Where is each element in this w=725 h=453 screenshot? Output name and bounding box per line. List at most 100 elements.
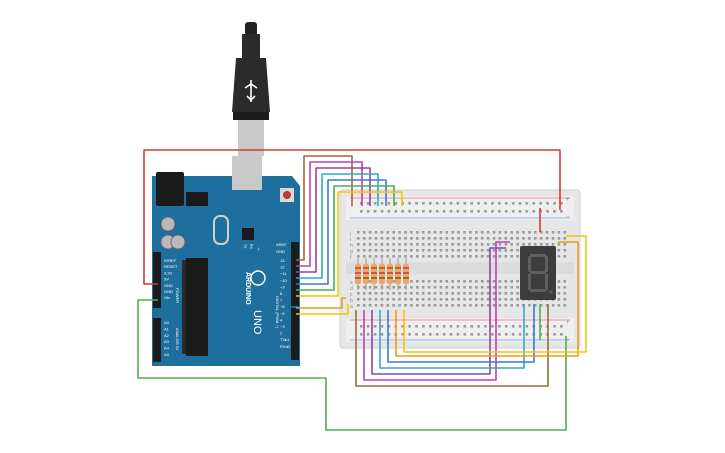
breadboard-hole: [457, 286, 460, 289]
breadboard-hole: [386, 231, 390, 234]
breadboard-hole: [463, 243, 466, 246]
breadboard-hole: [498, 243, 502, 246]
breadboard-hole: [449, 333, 453, 336]
breadboard-hole: [374, 304, 378, 307]
wire-magenta-top: [296, 161, 363, 267]
breadboard-hole: [492, 231, 496, 234]
pin-label: ~9: [280, 284, 285, 289]
breadboard-hole: [445, 237, 449, 240]
breadboard-hole: [360, 325, 363, 328]
breadboard-hole: [433, 304, 437, 307]
breadboard-hole: [360, 333, 363, 336]
breadboard-hole: [445, 292, 449, 295]
breadboard-hole: [469, 249, 472, 252]
breadboard-hole: [480, 243, 484, 246]
breadboard-hole: [357, 237, 360, 240]
breadboard-hole: [504, 237, 508, 240]
breadboard-hole: [408, 325, 411, 328]
breadboard-hole: [539, 243, 543, 246]
pin-label: A2: [164, 333, 170, 338]
breadboard-hole: [445, 243, 449, 246]
breadboard-hole: [510, 231, 513, 234]
breadboard-hole: [457, 249, 460, 252]
breadboard-hole: [492, 286, 496, 289]
breadboard-hole: [498, 280, 502, 283]
breadboard-hole: [435, 325, 439, 328]
breadboard-hole: [368, 280, 372, 283]
breadboard-hole: [421, 304, 425, 307]
breadboard-hole: [380, 333, 384, 336]
breadboard-hole: [415, 325, 418, 328]
breadboard-hole: [387, 210, 391, 213]
breadboard-hole: [392, 292, 395, 295]
breadboard-hole: [510, 298, 513, 301]
breadboard-hole: [398, 243, 401, 246]
breadboard-hole: [546, 210, 549, 213]
breadboard-hole: [563, 292, 567, 295]
breadboard-hole: [516, 280, 519, 283]
breadboard-hole: [516, 243, 519, 246]
pin-label: A4: [164, 346, 170, 351]
breadboard-hole: [463, 333, 467, 336]
breadboard-hole: [486, 255, 490, 258]
breadboard-hole: [357, 298, 360, 301]
breadboard-hole: [498, 325, 501, 328]
breadboard-hole: [510, 249, 513, 252]
pin-label: TX▸1: [280, 337, 290, 342]
power-jack: [156, 172, 184, 206]
breadboard-hole: [451, 237, 454, 240]
breadboard-hole: [386, 255, 390, 258]
breadboard-hole: [522, 231, 525, 234]
resistor: [379, 258, 385, 290]
breadboard-hole: [435, 210, 439, 213]
breadboard-hole: [439, 292, 443, 295]
breadboard-hole: [492, 243, 496, 246]
breadboard-hole: [516, 286, 519, 289]
breadboard-hole: [433, 292, 437, 295]
breadboard-hole: [480, 286, 484, 289]
breadboard-hole: [404, 298, 407, 301]
breadboard-hole: [456, 333, 460, 336]
breadboard-hole: [449, 210, 453, 213]
breadboard-hole: [516, 231, 519, 234]
arduino-logo-text: ARDUINO: [244, 272, 251, 305]
breadboard-hole: [445, 304, 449, 307]
breadboard-hole: [362, 304, 366, 307]
breadboard-hole: [398, 304, 401, 307]
breadboard-hole: [404, 237, 407, 240]
breadboard-hole: [451, 286, 454, 289]
breadboard-hole: [435, 202, 439, 205]
breadboard-hole: [563, 231, 567, 234]
rail-plus-label: +: [566, 197, 570, 203]
digital-header-top: [291, 242, 299, 306]
pin-label: RESET: [164, 264, 178, 269]
l-led-label: L: [258, 246, 261, 251]
breadboard-hole: [398, 292, 401, 295]
breadboard-hole: [463, 292, 466, 295]
breadboard-hole: [401, 333, 404, 336]
breadboard-hole: [421, 237, 425, 240]
row-label-a: a: [350, 304, 353, 310]
breadboard-hole: [386, 243, 390, 246]
breadboard-hole: [511, 333, 515, 336]
breadboard-hole: [498, 231, 502, 234]
breadboard-hole: [475, 298, 478, 301]
breadboard-hole: [368, 286, 372, 289]
breadboard-hole: [486, 280, 490, 283]
breadboard-hole: [456, 325, 460, 328]
breadboard-hole: [546, 202, 549, 205]
breadboard-hole: [368, 298, 372, 301]
breadboard-hole: [504, 231, 508, 234]
breadboard-hole: [480, 237, 484, 240]
breadboard-hole: [557, 231, 561, 234]
breadboard-hole: [416, 243, 419, 246]
breadboard-hole: [518, 210, 522, 213]
breadboard-hole: [392, 286, 395, 289]
breadboard-hole: [498, 255, 502, 258]
breadboard-hole: [435, 333, 439, 336]
breadboard-hole: [398, 237, 401, 240]
arduino-infinity-icon: [250, 270, 266, 286]
breadboard-hole: [366, 333, 370, 336]
breadboard-hole: [469, 255, 472, 258]
resistor: [395, 258, 401, 290]
